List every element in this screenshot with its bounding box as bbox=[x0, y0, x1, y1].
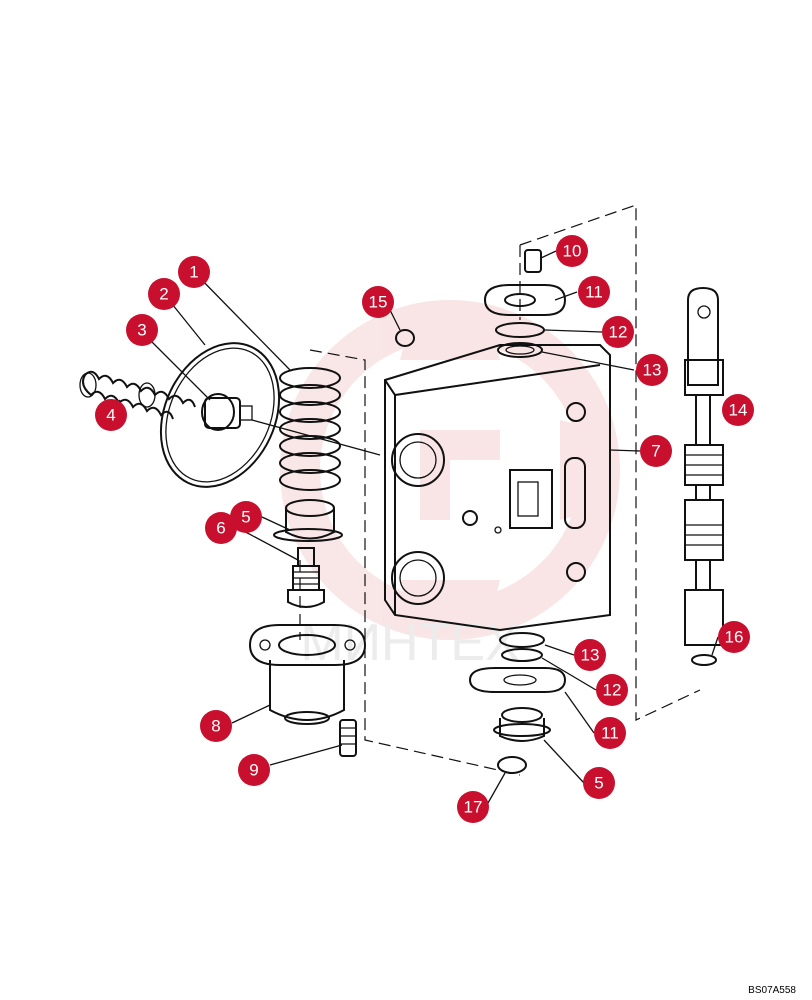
callout-12-top[interactable]: 12 bbox=[602, 316, 634, 348]
part-14-spool bbox=[684, 286, 724, 666]
svg-text:5: 5 bbox=[594, 774, 603, 793]
svg-text:12: 12 bbox=[603, 681, 622, 700]
callout-5-lower[interactable]: 5 bbox=[583, 767, 615, 799]
part-15-plug bbox=[395, 329, 415, 347]
svg-text:7: 7 bbox=[651, 442, 660, 461]
svg-text:4: 4 bbox=[106, 406, 115, 425]
svg-text:10: 10 bbox=[563, 242, 582, 261]
svg-text:14: 14 bbox=[729, 401, 748, 420]
reference-code: BS07A558 bbox=[748, 985, 796, 996]
callout-10[interactable]: 10 bbox=[556, 235, 588, 267]
svg-text:5: 5 bbox=[241, 508, 250, 527]
svg-text:15: 15 bbox=[369, 293, 388, 312]
svg-text:1: 1 bbox=[189, 263, 198, 282]
part-9-set-screw bbox=[339, 719, 357, 757]
part-4-small-spring bbox=[79, 370, 196, 420]
callout-13-top[interactable]: 13 bbox=[636, 354, 668, 386]
callout-8[interactable]: 8 bbox=[200, 710, 232, 742]
callout-1[interactable]: 1 bbox=[178, 256, 210, 288]
callout-11-top[interactable]: 11 bbox=[578, 276, 610, 308]
part-5-bushing-upper bbox=[273, 499, 343, 542]
callout-2[interactable]: 2 bbox=[148, 278, 180, 310]
svg-text:12: 12 bbox=[609, 323, 628, 342]
watermark-gear-logo bbox=[280, 300, 620, 640]
assembly-frame-lines bbox=[299, 204, 701, 776]
svg-text:2: 2 bbox=[159, 285, 168, 304]
callout-3[interactable]: 3 bbox=[126, 314, 158, 346]
callout-9[interactable]: 9 bbox=[238, 754, 270, 786]
svg-text:9: 9 bbox=[249, 761, 258, 780]
callout-11-bottom[interactable]: 11 bbox=[594, 717, 626, 749]
callout-7[interactable]: 7 bbox=[640, 435, 672, 467]
callout-16[interactable]: 16 bbox=[718, 621, 750, 653]
svg-text:16: 16 bbox=[725, 628, 744, 647]
watermark-text: МИНТЕХ bbox=[300, 614, 519, 672]
svg-text:17: 17 bbox=[464, 798, 483, 817]
top-cover-stack bbox=[483, 249, 567, 358]
callout-12-bottom[interactable]: 12 bbox=[596, 674, 628, 706]
callout-4[interactable]: 4 bbox=[95, 399, 127, 431]
svg-text:11: 11 bbox=[585, 283, 603, 302]
svg-text:6: 6 bbox=[216, 519, 225, 538]
callout-5-upper[interactable]: 5 bbox=[230, 501, 262, 533]
svg-text:11: 11 bbox=[601, 724, 619, 743]
part-8-housing bbox=[248, 624, 367, 725]
callout-6[interactable]: 6 bbox=[205, 512, 237, 544]
svg-text:8: 8 bbox=[211, 717, 220, 736]
part-1-main-spring bbox=[279, 367, 341, 491]
svg-text:13: 13 bbox=[581, 646, 600, 665]
bottom-cover-stack bbox=[468, 632, 567, 774]
callout-14[interactable]: 14 bbox=[722, 394, 754, 426]
callout-15[interactable]: 15 bbox=[362, 286, 394, 318]
callout-17[interactable]: 17 bbox=[457, 791, 489, 823]
svg-text:3: 3 bbox=[137, 321, 146, 340]
callout-13-bottom[interactable]: 13 bbox=[574, 639, 606, 671]
part-2-o-ring bbox=[159, 342, 281, 488]
part-3-plunger bbox=[201, 393, 381, 456]
part-6-valve-stem bbox=[287, 547, 325, 608]
svg-text:13: 13 bbox=[643, 361, 662, 380]
leader-lines bbox=[109, 250, 719, 804]
